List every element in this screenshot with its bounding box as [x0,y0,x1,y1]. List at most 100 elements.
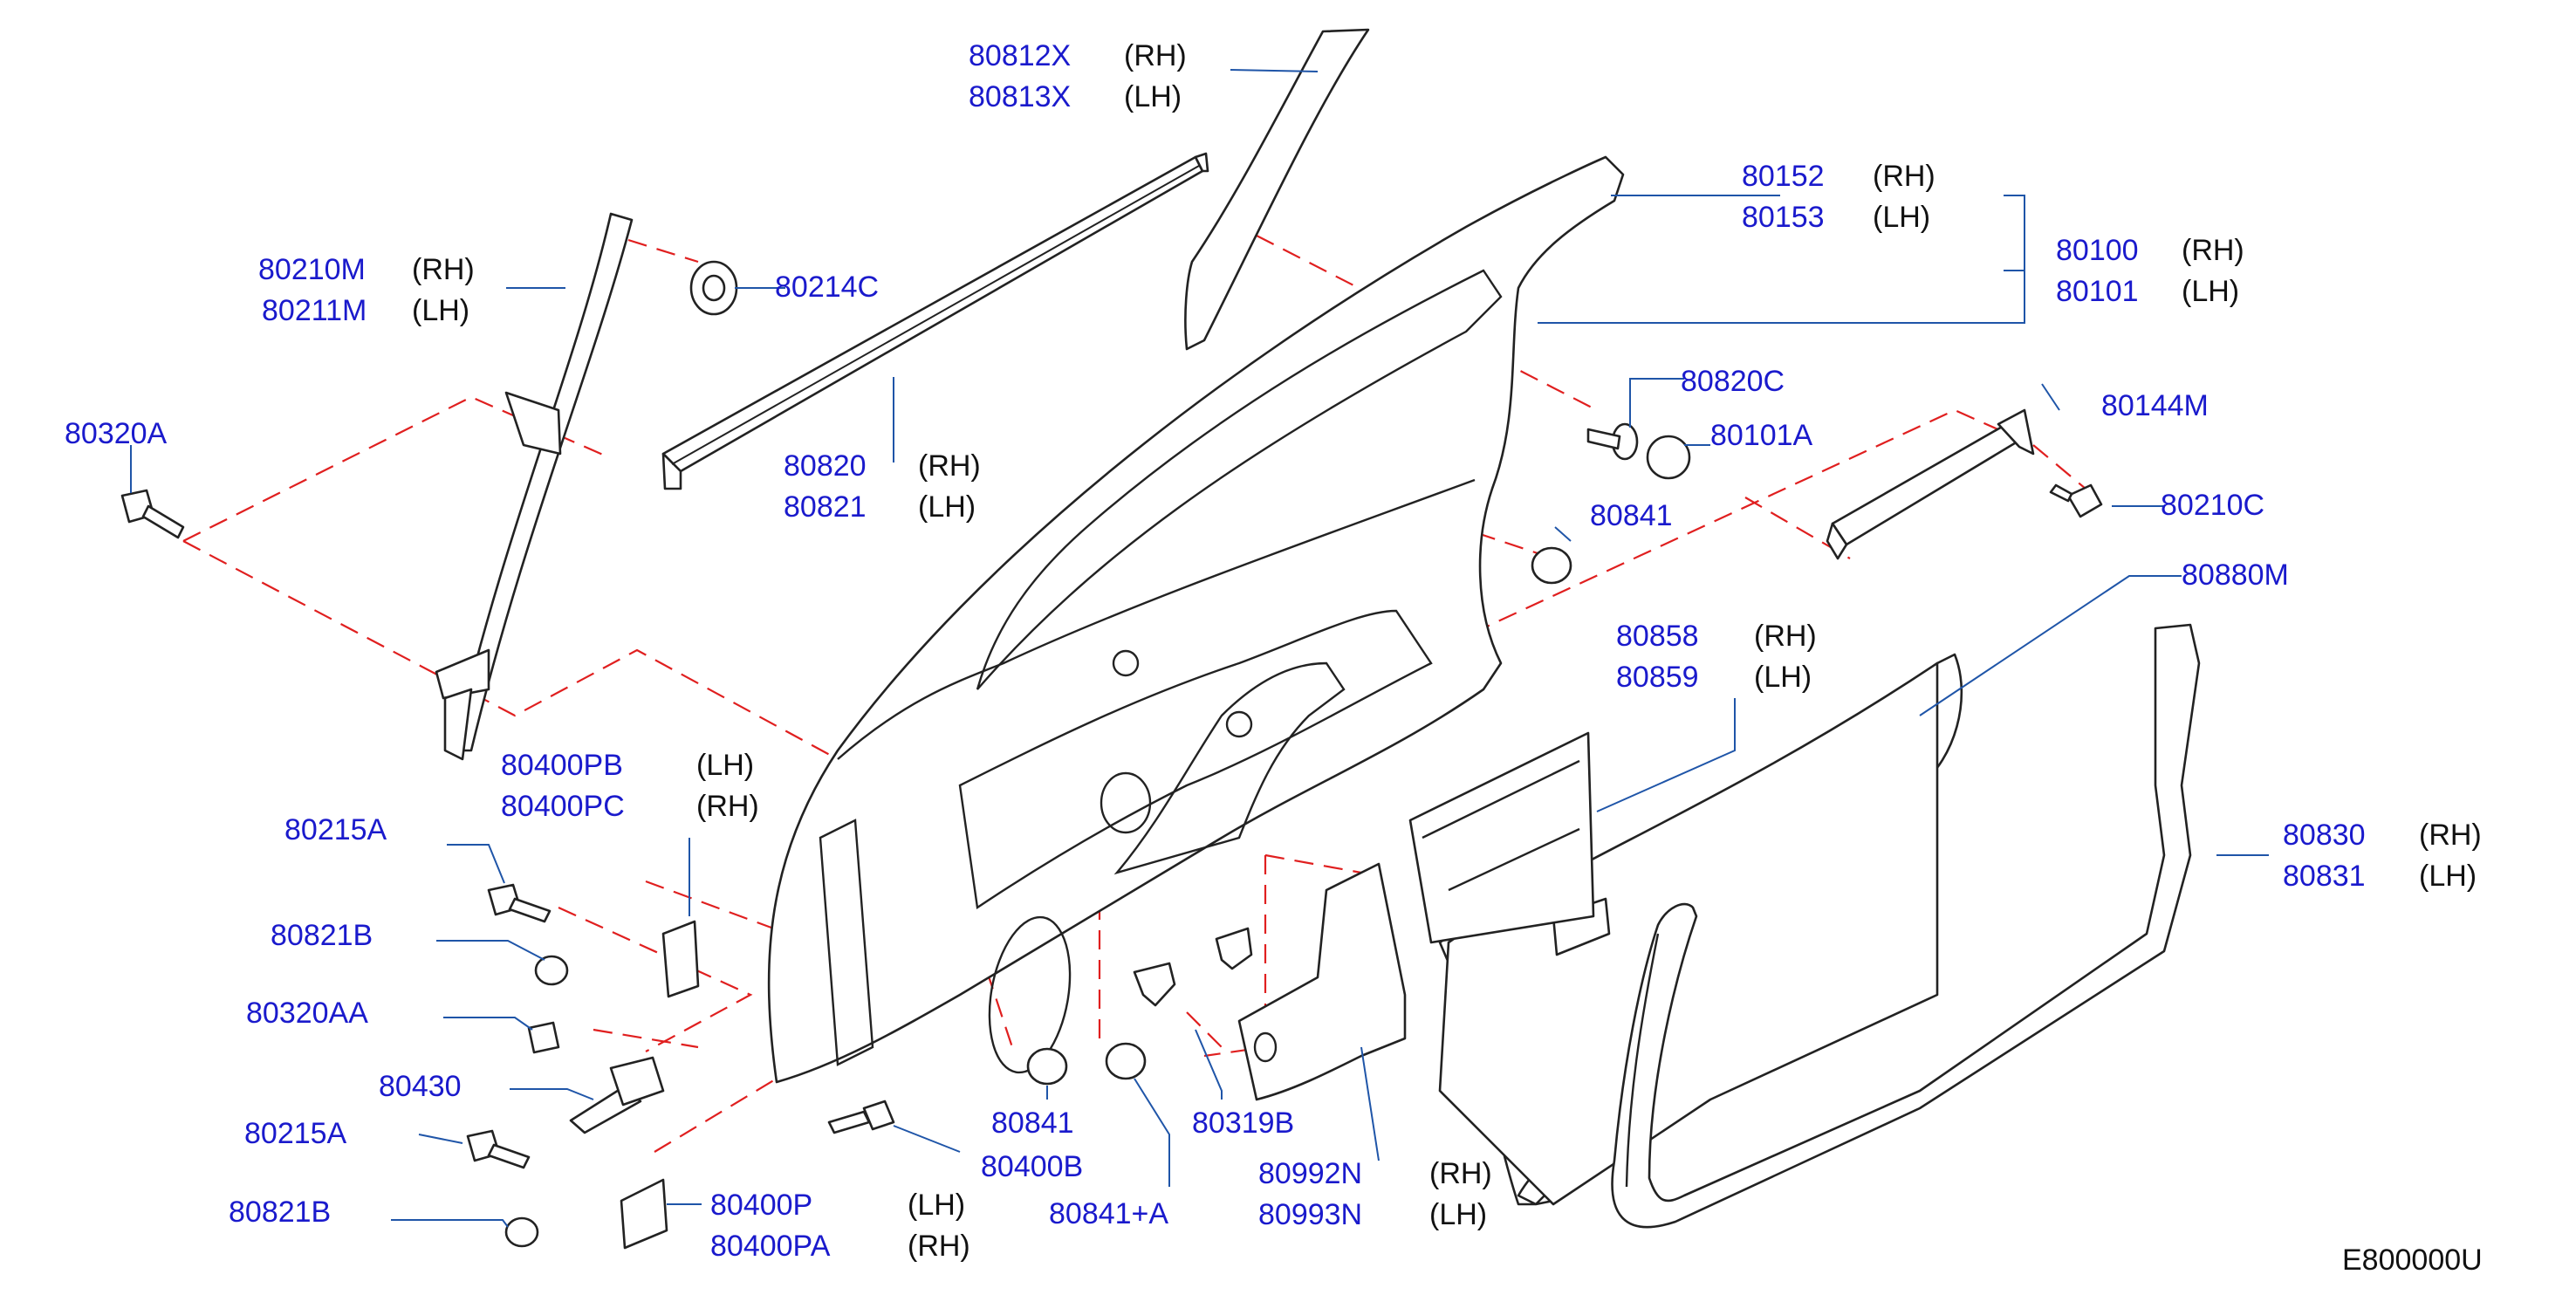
svg-text:(LH): (LH) [412,294,469,327]
svg-text:(LH): (LH) [918,490,976,524]
label-80320a: 80320A [65,417,168,450]
label-80430: 80430 [379,1070,462,1103]
label-80101: 80101 (LH) [2056,275,2239,308]
sealing-80858-part [1408,731,1595,944]
weatherstrip-80830-part [1611,623,2201,1229]
svg-text:80211M: 80211M [262,294,367,327]
label-80152: 80152 (RH) [1742,160,1935,193]
label-80821: 80821 (LH) [784,490,976,524]
svg-text:80210M: 80210M [258,253,366,286]
svg-text:(RH): (RH) [696,790,759,823]
svg-text:(RH): (RH) [2182,234,2244,267]
svg-text:80858: 80858 [1616,620,1699,653]
hinge-80400p-part [620,1178,668,1250]
label-80993n: 80993N (LH) [1258,1198,1487,1231]
sash-frame-part [435,212,634,761]
svg-text:80812X: 80812X [969,39,1071,72]
svg-text:80400PA: 80400PA [710,1230,831,1263]
label-80100: 80100 (RH) [2056,234,2244,267]
label-80858: 80858 (RH) [1616,620,1817,653]
clip-80319b [1133,927,1253,1007]
nut-80821b-lower [504,1216,539,1248]
label-80211m: 80211M (LH) [262,294,469,327]
label-80820: 80820 (RH) [784,449,981,483]
label-80319b: 80319B [1192,1107,1294,1140]
leader-lines [130,69,2269,1228]
label-80820c: 80820C [1681,365,1785,398]
svg-text:80400P: 80400P [710,1189,812,1222]
label-80400p: 80400P (LH) [710,1189,965,1222]
pad-80992n-part [1237,862,1407,1101]
svg-text:(RH): (RH) [908,1230,970,1263]
plug-80841-upper [1531,546,1572,585]
svg-text:(LH): (LH) [696,749,754,782]
svg-text:80831: 80831 [2283,860,2366,893]
diagram-code: E800000U [2342,1244,2483,1277]
svg-text:(LH): (LH) [908,1189,965,1222]
label-80210c: 80210C [2161,489,2264,522]
callout-labels: 80812X (RH) 80813X (LH) 80152 (RH) 80153… [65,39,2483,1277]
svg-text:(LH): (LH) [1429,1198,1487,1231]
label-80831: 80831 (LH) [2283,860,2477,893]
bolt-80400b [827,1100,895,1134]
label-80215a-lower: 80215A [244,1117,347,1150]
belt-molding-part [661,152,1209,490]
label-80214c: 80214C [775,271,879,304]
bolt-80320a [120,489,185,539]
label-80841-lower: 80841 [991,1107,1074,1140]
svg-text:(RH): (RH) [918,449,981,483]
svg-text:80152: 80152 [1742,160,1825,193]
svg-text:(RH): (RH) [1754,620,1817,653]
label-80400b: 80400B [981,1150,1083,1183]
label-80400pc: 80400PC (RH) [501,790,759,823]
label-80880m: 80880M [2182,558,2289,592]
svg-text:80153: 80153 [1742,201,1825,234]
label-80841a: 80841+A [1049,1197,1168,1230]
svg-text:(RH): (RH) [1429,1157,1492,1190]
bolt-80215a-upper [487,883,552,923]
svg-text:80813X: 80813X [969,80,1071,113]
bolt-80320aa [527,1021,560,1054]
svg-text:(RH): (RH) [1873,160,1935,193]
svg-text:80821: 80821 [784,490,867,524]
svg-text:80400PC: 80400PC [501,790,625,823]
svg-text:(LH): (LH) [1873,201,1930,234]
plug-80841-lower [1026,1047,1068,1086]
svg-text:(LH): (LH) [2182,275,2239,308]
label-80830: 80830 (RH) [2283,819,2482,852]
label-80400pa: 80400PA (RH) [710,1230,970,1263]
label-80153: 80153 (LH) [1742,201,1930,234]
svg-text:(RH): (RH) [2419,819,2482,852]
label-80210m: 80210M (RH) [258,253,475,286]
svg-text:(LH): (LH) [2419,860,2477,893]
front-door-shell-part [767,155,1625,1084]
plug-80841a [1105,1042,1147,1080]
screw-80210c [2049,483,2103,518]
nut-80821b-upper [534,955,569,986]
label-80320aa: 80320AA [246,997,368,1030]
label-80821b-lower: 80821B [229,1196,331,1229]
grommet-80214c [689,260,738,316]
label-80215a-upper: 80215A [284,813,387,846]
label-80821b-upper: 80821B [271,919,373,952]
label-80992n: 80992N (RH) [1258,1157,1492,1190]
clip-80820c [1586,422,1639,461]
hinge-80400pb-part [661,920,700,998]
svg-text:80101: 80101 [2056,275,2139,308]
svg-text:(RH): (RH) [412,253,475,286]
svg-text:80400PB: 80400PB [501,749,623,782]
svg-text:80100: 80100 [2056,234,2139,267]
svg-text:80993N: 80993N [1258,1198,1362,1231]
svg-text:(RH): (RH) [1124,39,1187,72]
bolt-80215a-lower [466,1129,531,1169]
plug-80101a [1646,435,1691,480]
svg-text:(LH): (LH) [1754,661,1812,694]
label-80400pb: 80400PB (LH) [501,749,754,782]
svg-text:80859: 80859 [1616,661,1699,694]
label-80144m: 80144M [2101,389,2209,422]
window-sash-part [1184,28,1370,351]
label-80101a: 80101A [1710,419,1813,452]
svg-text:80992N: 80992N [1258,1157,1362,1190]
label-80812x: 80812X (RH) [969,39,1187,72]
